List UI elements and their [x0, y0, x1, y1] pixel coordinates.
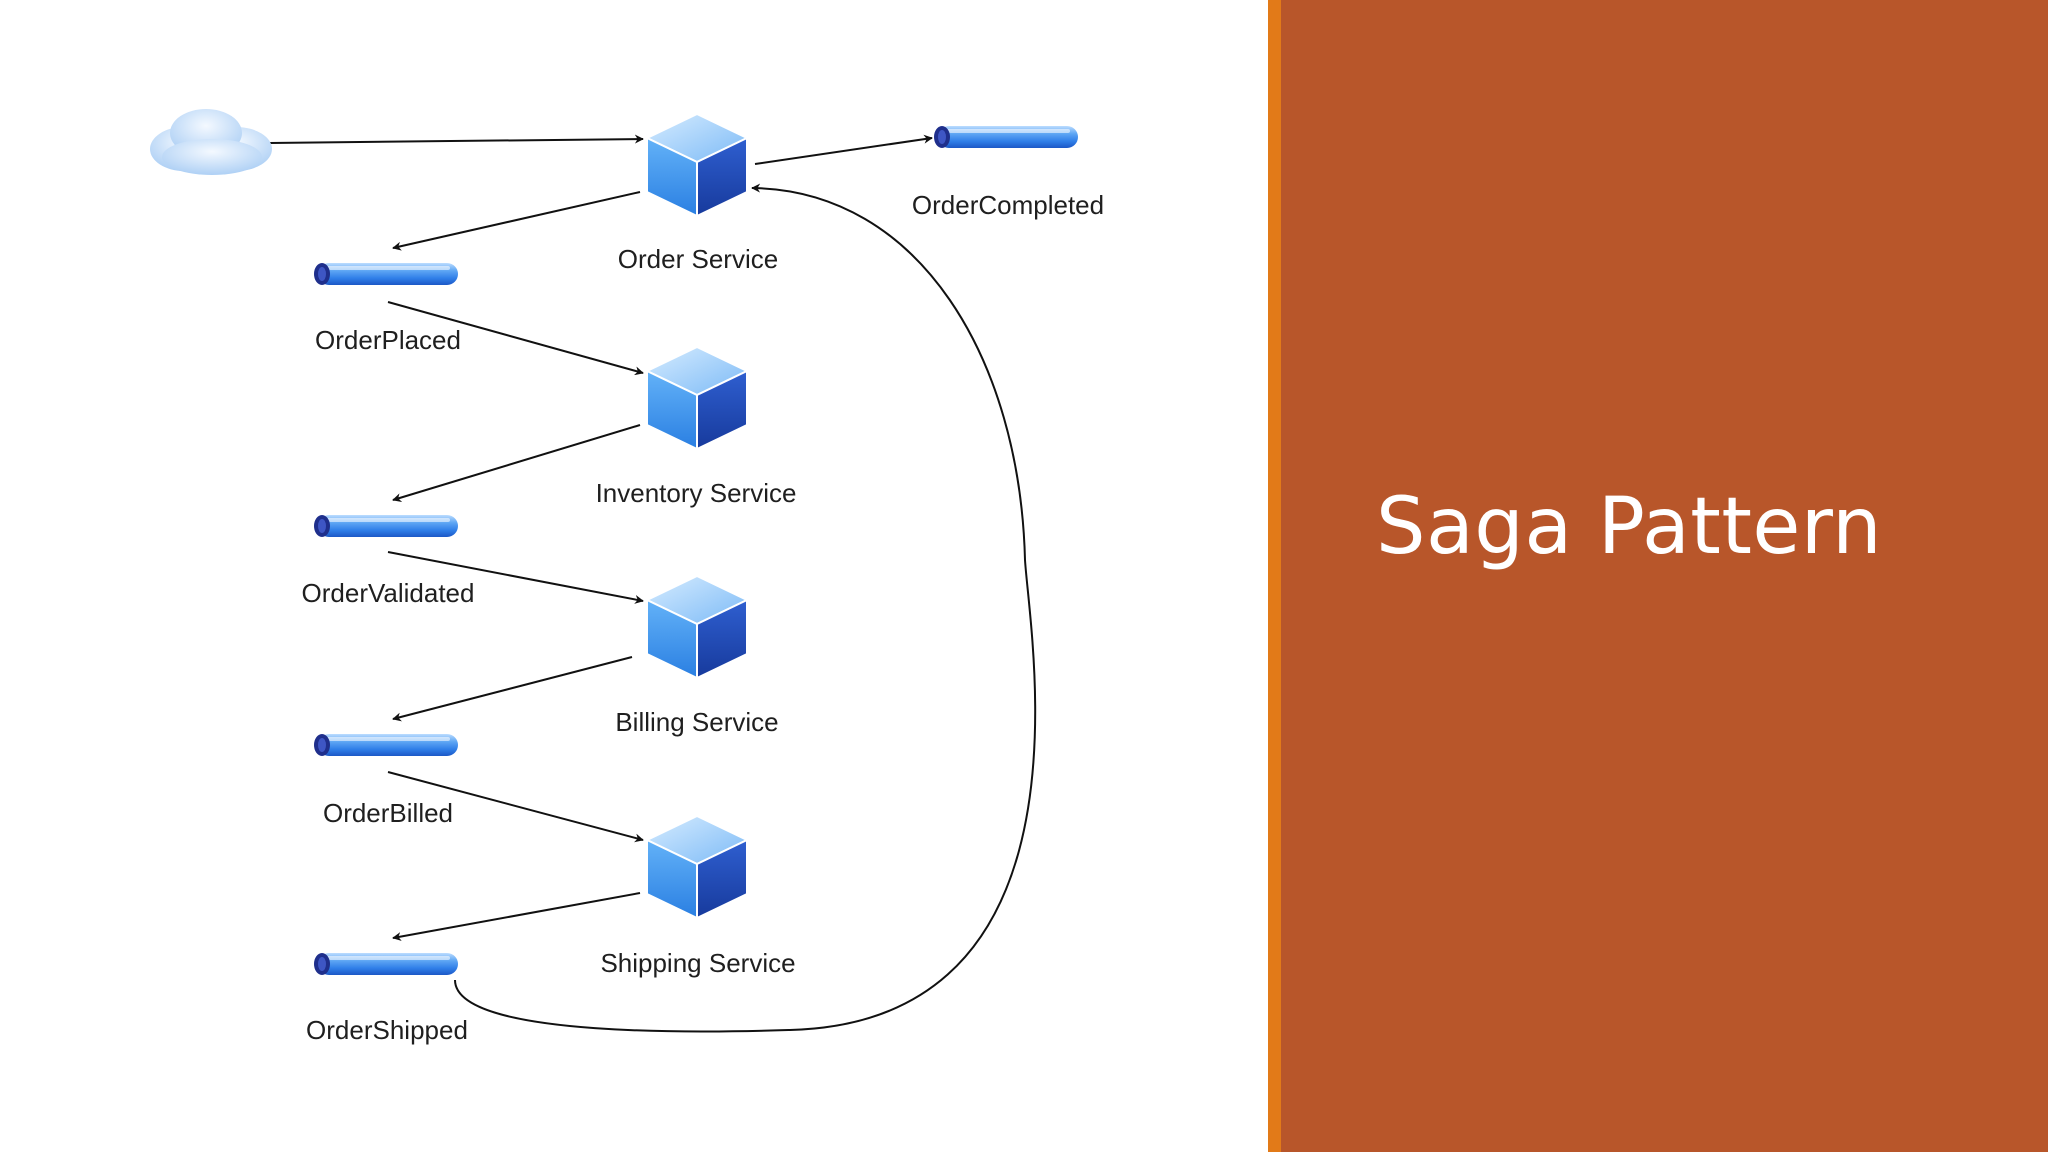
arrow-order-shipped-to-order-service [454, 183, 1037, 1033]
service-shipping: Shipping Service [600, 815, 796, 978]
topic-label: OrderCompleted [912, 190, 1104, 220]
saga-flow-diagram: Order Service Inventory Service Billing … [150, 109, 1104, 1045]
arrow-order-placed-to-inventory-service [387, 301, 644, 376]
topic-order-shipped: OrderShipped [306, 953, 468, 1045]
queue-pipe-icon [934, 126, 1078, 148]
arrow-order-service-to-order-placed [392, 191, 641, 251]
accent-stripe [1268, 0, 1281, 1152]
arrow-inventory-service-to-order-validated [392, 424, 641, 502]
queue-pipe-icon [314, 263, 458, 285]
queue-pipe-icon [314, 734, 458, 756]
cube-icon [646, 575, 748, 679]
topic-order-validated: OrderValidated [302, 515, 475, 608]
arrow-billing-service-to-order-billed [392, 656, 633, 722]
arrow-order-validated-to-billing-service [387, 551, 644, 604]
cube-icon [646, 815, 748, 919]
flow-connectors [269, 134, 1037, 1033]
slide-title: Saga Pattern [1376, 482, 1883, 572]
queue-pipe-icon [314, 515, 458, 537]
topic-order-billed: OrderBilled [314, 734, 458, 828]
service-label: Inventory Service [596, 478, 797, 508]
cube-icon [646, 113, 748, 217]
service-order: Order Service [618, 113, 778, 274]
cloud-icon [150, 109, 272, 175]
arrow-order-billed-to-shipping-service [387, 771, 644, 843]
topic-label: OrderValidated [302, 578, 475, 608]
topic-label: OrderPlaced [315, 325, 461, 355]
title-panel: Saga Pattern [1281, 0, 2048, 1152]
service-label: Billing Service [615, 707, 778, 737]
cube-icon [646, 346, 748, 450]
service-label: Shipping Service [600, 948, 795, 978]
queue-pipe-icon [314, 953, 458, 975]
diagram-area: Order Service Inventory Service Billing … [150, 109, 1105, 1045]
service-label: Order Service [618, 244, 778, 274]
topic-label: OrderBilled [323, 798, 453, 828]
topic-order-completed: OrderCompleted [912, 126, 1104, 220]
arrow-client-to-order-service [269, 134, 644, 144]
service-billing: Billing Service [615, 575, 779, 737]
topic-order-placed: OrderPlaced [314, 263, 461, 355]
topic-label: OrderShipped [306, 1015, 468, 1045]
arrow-order-service-to-order-completed [754, 134, 933, 165]
service-inventory: Inventory Service [596, 346, 797, 508]
arrow-shipping-service-to-order-shipped [392, 892, 641, 941]
